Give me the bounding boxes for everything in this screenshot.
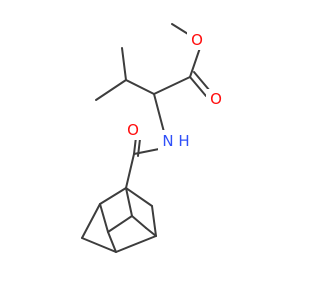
bond-ad-f <box>107 215 133 233</box>
atom-H: H <box>178 132 189 150</box>
bond-ad-c <box>125 187 133 217</box>
bond-ad-j <box>131 215 147 229</box>
bond-ad-b <box>125 187 153 207</box>
bond-ester-carbonyl-1 <box>189 76 207 97</box>
oxygen-carbonyl-label: O <box>206 89 226 109</box>
atom-O-carbonyl: O <box>210 90 222 108</box>
bond-ad-a <box>99 187 127 205</box>
atom-O-amide: O <box>127 121 139 139</box>
bond-ad-k <box>145 227 157 237</box>
bond-methyl-O <box>171 23 189 35</box>
bond-ester-carbonyl-2 <box>193 71 211 92</box>
bond-ad-l <box>99 203 109 233</box>
bond-alpha-N <box>153 93 165 133</box>
atom-labels: O O N H O <box>123 30 226 152</box>
oxygen-ester-label: O <box>187 30 207 50</box>
oxygen-amide-label: O <box>123 120 143 140</box>
atom-O-ester: O <box>191 31 203 49</box>
bond-ad-e <box>151 205 157 237</box>
bond-ad-h <box>81 237 117 253</box>
bond-isopropyl-methyl2 <box>95 79 127 101</box>
bond-ester-alpha <box>153 76 191 95</box>
nitrogen-label: N H <box>158 130 198 152</box>
bond-ad-d <box>81 203 101 239</box>
bond-alpha-isopropyl <box>125 79 155 95</box>
bond-amide-carbonyl-2 <box>137 138 141 157</box>
bond-amide-adamantane <box>125 153 135 189</box>
bond-ad-g <box>107 231 117 253</box>
bond-isopropyl-methyl1 <box>121 47 127 81</box>
molecule-structure: O O N H O <box>81 23 226 253</box>
atom-N: N <box>162 132 173 150</box>
bond-ad-i <box>115 235 157 253</box>
bonds <box>81 23 211 253</box>
